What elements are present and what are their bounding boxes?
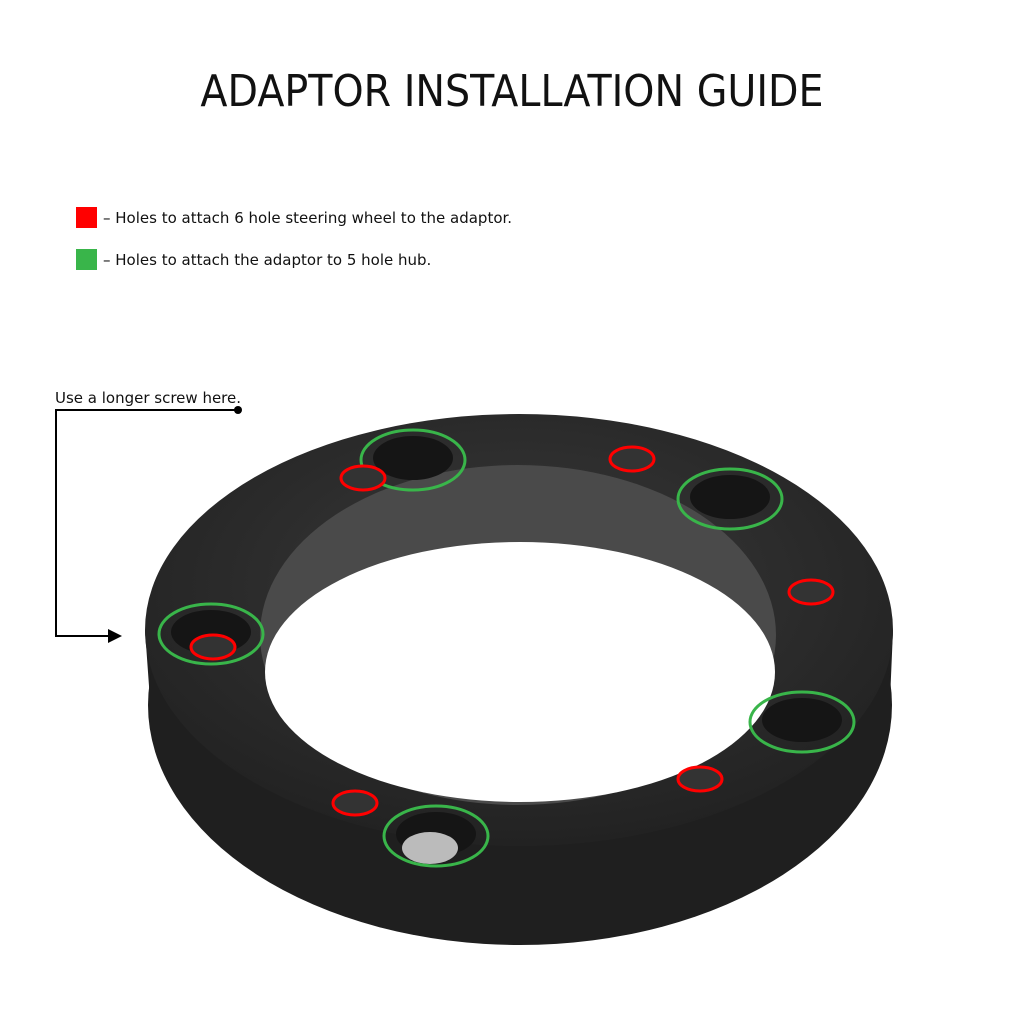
red-hole-marker [787,578,835,606]
hub-hole-markers [157,428,856,868]
legend-label: – Holes to attach 6 hole steering wheel … [103,208,513,227]
page-title: ADAPTOR INSTALLATION GUIDE [200,66,824,117]
red-hole-marker [331,789,379,817]
green-hole-marker [748,690,856,754]
red-hole-marker [676,765,724,793]
red-hole-marker [339,464,387,492]
green-hole-marker [382,804,490,868]
callout-arrow [55,406,242,643]
red-hole-marker [608,445,656,473]
green-hole-marker [676,467,784,531]
red-swatch [76,207,97,228]
green-hole-marker [359,428,467,492]
red-hole-marker [189,633,237,661]
adaptor-ring [145,414,893,945]
callout-text: Use a longer screw here. [55,389,242,407]
legend-item-green: – Holes to attach the adaptor to 5 hole … [76,249,431,270]
wheel-hole-markers [189,445,835,817]
green-swatch [76,249,97,270]
legend-label: – Holes to attach the adaptor to 5 hole … [103,250,432,269]
legend-item-red: – Holes to attach 6 hole steering wheel … [76,207,512,228]
green-hole-marker [157,602,265,666]
